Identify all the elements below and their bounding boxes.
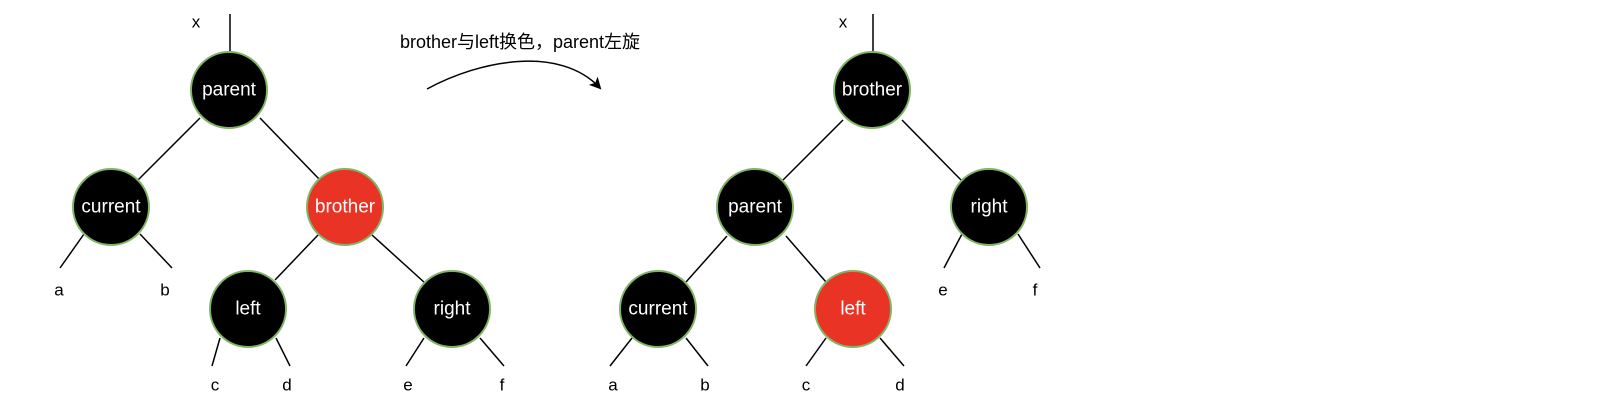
edge-parent-left <box>785 235 827 283</box>
node-circle <box>619 270 697 348</box>
node-circle <box>413 270 491 348</box>
curved-arrow <box>426 60 602 90</box>
after-leaf-e: e <box>938 281 947 300</box>
node-label: left <box>840 299 866 320</box>
before-leaf-d: d <box>282 376 291 395</box>
before-node-left: left <box>209 270 287 348</box>
edge-left-c <box>805 337 827 367</box>
after-node-right: right <box>950 168 1028 246</box>
after-leaf-b: b <box>700 376 709 395</box>
node-label: brother <box>315 197 376 218</box>
node-label: current <box>628 299 688 320</box>
edge-brother-parent <box>781 119 844 182</box>
after-node-parent: parent <box>716 168 794 246</box>
before-node-current: current <box>72 168 150 246</box>
node-circle <box>716 168 794 246</box>
node-circle <box>950 168 1028 246</box>
after-leaf-a: a <box>608 376 618 395</box>
edge-parent-current <box>685 235 728 283</box>
after-leaf-d: d <box>895 376 904 395</box>
after-node-brother: brother <box>833 51 911 129</box>
before-tree: x parent current brother left right a b … <box>54 13 504 395</box>
before-node-parent: parent <box>190 51 268 129</box>
edge-left-d <box>879 337 905 367</box>
transform-caption: brother与left换色，parent左旋 <box>400 32 640 52</box>
before-node-brother: brother <box>306 168 384 246</box>
after-tree: x brother parent right current left e f … <box>608 13 1041 395</box>
edge-current-b <box>685 337 709 367</box>
edge-brother-right <box>371 234 426 284</box>
before-leaf-e: e <box>403 376 412 395</box>
node-label: right <box>434 299 472 320</box>
edge-brother-right <box>901 119 963 182</box>
node-label: parent <box>202 80 257 101</box>
after-leaf-c: c <box>802 376 811 395</box>
node-circle <box>814 270 892 348</box>
before-root-label: x <box>192 13 201 32</box>
node-label: right <box>971 197 1009 218</box>
edge-current-b <box>139 233 173 269</box>
edge-brother-left <box>274 234 319 281</box>
edge-right-f <box>479 337 505 367</box>
after-node-left: left <box>814 270 892 348</box>
node-circle <box>209 270 287 348</box>
node-label: brother <box>842 80 903 101</box>
edge-current-a <box>59 233 85 269</box>
after-leaf-f: f <box>1033 281 1038 300</box>
node-circle <box>72 168 150 246</box>
edge-parent-brother <box>259 117 321 181</box>
edge-left-d <box>275 337 291 367</box>
before-leaf-b: b <box>160 281 169 300</box>
after-node-current: current <box>619 270 697 348</box>
edge-current-a <box>609 337 633 367</box>
transform-arrow-group: brother与left换色，parent左旋 <box>400 32 640 90</box>
node-circle <box>190 51 268 129</box>
edge-parent-current <box>137 117 201 181</box>
node-circle <box>306 168 384 246</box>
node-label: current <box>81 197 141 218</box>
edge-right-e <box>943 233 963 269</box>
node-circle <box>833 51 911 129</box>
before-leaf-a: a <box>54 281 64 300</box>
edge-right-e <box>405 337 425 367</box>
edge-left-c <box>211 337 221 367</box>
after-root-label: x <box>839 13 848 32</box>
before-node-right: right <box>413 270 491 348</box>
before-leaf-f: f <box>500 376 505 395</box>
node-label: parent <box>728 197 783 218</box>
edge-right-f <box>1017 233 1041 269</box>
before-leaf-c: c <box>211 376 220 395</box>
node-label: left <box>235 299 261 320</box>
